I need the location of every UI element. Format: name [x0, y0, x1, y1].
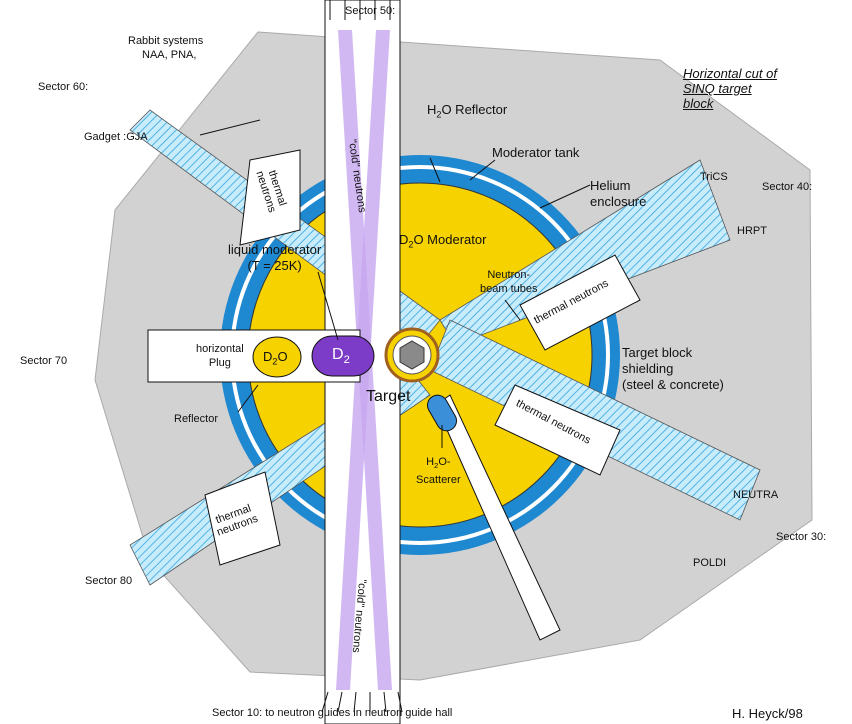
- rabbit-line2: NAA, PNA,: [142, 49, 197, 61]
- neutra-label: NEUTRA: [733, 489, 779, 501]
- d2-vessel: [311, 335, 375, 377]
- sector-40-label: Sector 40:: [762, 181, 813, 193]
- gadget-label: Gadget :GJA: [84, 131, 148, 143]
- sector-80-label: Sector 80: [85, 575, 133, 587]
- d2o-mod-post: O Moderator: [413, 232, 487, 247]
- sector-50-label: Sector 50:: [345, 5, 396, 17]
- shielding-line3: (steel & concrete): [622, 377, 724, 392]
- beam-tubes-line2: beam tubes: [480, 283, 538, 295]
- scatterer-head: [427, 394, 457, 432]
- credit-label: H. Heyck/98: [732, 706, 803, 721]
- scatterer-mid: O-: [438, 456, 451, 468]
- d2o-mod-pre: D: [399, 232, 409, 247]
- plug-label: horizontal Plug: [196, 342, 244, 370]
- shielding-label: Target block shielding (steel & concrete…: [622, 345, 724, 393]
- d2o-plug-ellipse: [252, 336, 302, 378]
- thermal-channel-lower-left: [204, 471, 281, 566]
- sector-10-label: Sector 10: to neutron guides in neutron …: [212, 707, 453, 719]
- helium-line2: enclosure: [590, 194, 647, 209]
- thermal-channel-right: [519, 254, 641, 351]
- scatterer-pre: H: [426, 456, 435, 468]
- thermal-channel-upper-left: [239, 149, 301, 246]
- title-note-line3: block: [683, 96, 714, 111]
- plug-line1: horizontal: [196, 343, 244, 355]
- h2o-reflector-pre: H: [427, 102, 437, 117]
- poldi-label: POLDI: [693, 557, 727, 569]
- d2o-moderator-label: D2O Moderator: [399, 232, 486, 253]
- shielding-line1: Target block: [622, 345, 693, 360]
- d2o-plug-post: O: [277, 349, 288, 364]
- beam-tubes-line1: Neutron-: [487, 269, 531, 281]
- hrpt-label: HRPT: [737, 225, 767, 237]
- rabbit-label: Rabbit systems NAA, PNA,: [128, 34, 203, 62]
- helium-label: Helium enclosure: [590, 178, 646, 210]
- beam-tubes-label: Neutron- beam tubes: [480, 268, 537, 296]
- moderator-tank-label: Moderator tank: [492, 145, 580, 160]
- d2o-plug-pre: D: [263, 349, 273, 364]
- plug-line2: Plug: [208, 357, 231, 369]
- target-hexagon: [399, 340, 425, 370]
- reflector-label: Reflector: [174, 413, 219, 425]
- d2-pre: D: [332, 346, 344, 363]
- d2o-plug-sub: 2: [272, 356, 278, 367]
- liquid-moderator-label: liquid moderator (T = 25K): [228, 242, 321, 274]
- liquid-moderator-line2: (T = 25K): [247, 258, 302, 273]
- rabbit-line1: Rabbit systems: [128, 35, 204, 47]
- guide-lines: [321, 0, 403, 713]
- title-note-line1: Horizontal cut of: [683, 66, 777, 81]
- h2o-reflector-post: O Reflector: [441, 102, 508, 117]
- d2-label: D2: [332, 346, 350, 369]
- helium-line1: Helium: [590, 178, 631, 193]
- d2-sub: 2: [343, 354, 350, 367]
- liquid-moderator-line1: liquid moderator: [228, 242, 322, 257]
- h2o-reflector-label: H2O Reflector: [427, 102, 507, 123]
- scatterer-label: H2O- Scatterer: [416, 455, 461, 487]
- sector-30-label: Sector 30:: [776, 531, 827, 543]
- scatterer-line2: Scatterer: [416, 474, 461, 487]
- leader-lines: [199, 119, 591, 448]
- shielding-line2: shielding: [622, 361, 674, 376]
- trics-label: TriCS: [700, 171, 728, 183]
- target-label: Target: [366, 388, 411, 405]
- h2o-reflector-sub: 2: [436, 109, 442, 120]
- thermal-channel-lower-right: [494, 384, 621, 476]
- d2o-plug-label: D2O: [263, 349, 288, 370]
- title-note: Horizontal cut of SINQ target block: [683, 66, 777, 111]
- sector-60-label: Sector 60:: [38, 81, 89, 93]
- scatterer-sub: 2: [434, 461, 439, 471]
- title-note-line2: SINQ target: [683, 81, 752, 96]
- sector-70-label: Sector 70: [20, 355, 68, 367]
- scatterer-line1: H2O-: [416, 455, 461, 473]
- d2o-mod-sub: 2: [408, 239, 414, 250]
